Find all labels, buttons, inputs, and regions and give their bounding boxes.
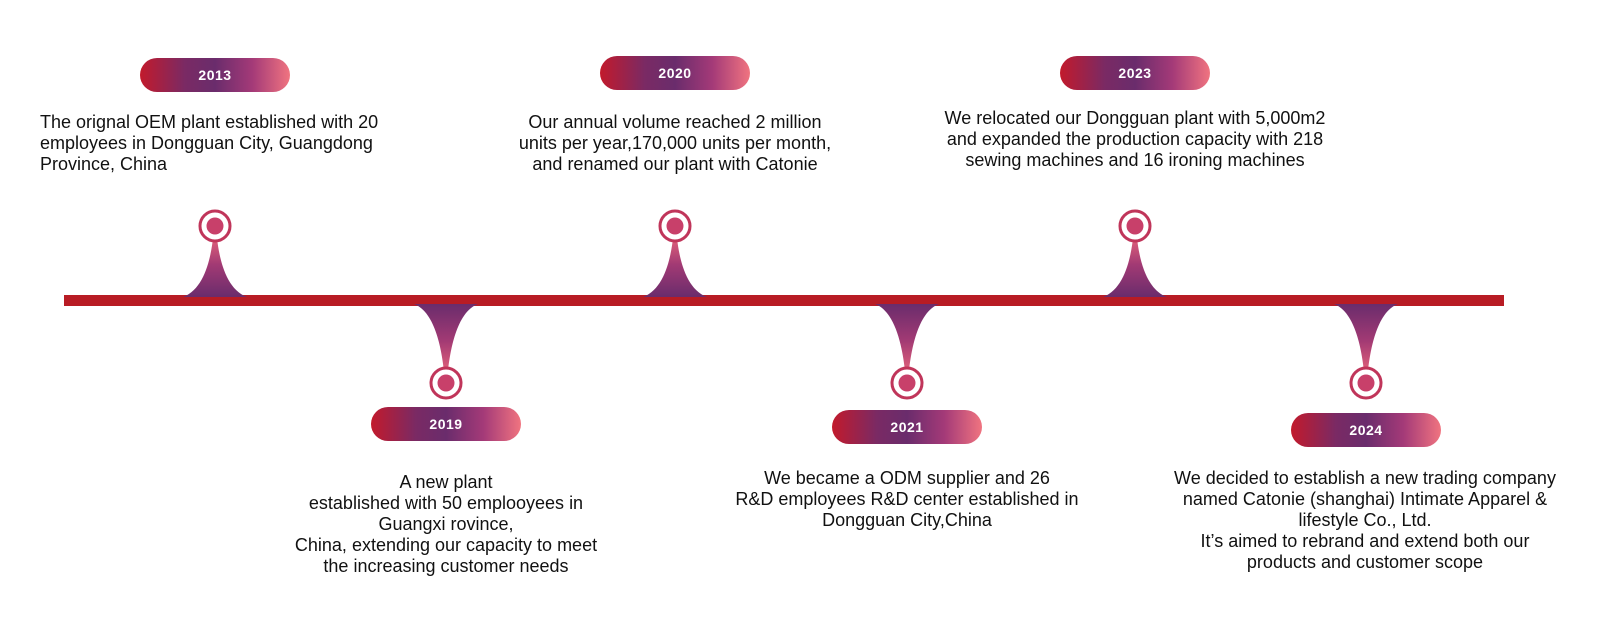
timeline-pin-2019: [414, 304, 478, 371]
year-badge-2023: 2023: [1060, 56, 1210, 90]
year-badge-2020: 2020: [600, 56, 750, 90]
timeline-node-dot-2023: [1126, 217, 1144, 235]
timeline-pin-2024: [1334, 304, 1398, 371]
event-description-2023: We relocated our Dongguan plant with 5,0…: [944, 108, 1326, 170]
timeline-pin-2013: [183, 238, 247, 297]
timeline-node-dot-2013: [206, 217, 224, 235]
timeline-node-dot-2020: [666, 217, 684, 235]
timeline-pin-2020: [643, 238, 707, 297]
timeline-axis: [64, 295, 1504, 306]
event-description-2020: Our annual volume reached 2 million unit…: [518, 112, 832, 174]
timeline-node-dot-2019: [437, 374, 455, 392]
event-description-2019: A new plant established with 50 emplooye…: [294, 472, 598, 576]
event-description-2013: The orignal OEM plant established with 2…: [40, 112, 379, 174]
year-badge-2013: 2013: [140, 58, 290, 92]
event-description-2021: We became a ODM supplier and 26 R&D empl…: [735, 468, 1079, 530]
year-badge-2024: 2024: [1291, 413, 1441, 447]
timeline-pin-2021: [875, 304, 939, 371]
timeline-node-dot-2024: [1357, 374, 1375, 392]
year-badge-2019: 2019: [371, 407, 521, 441]
event-description-2024: We decided to establish a new trading co…: [1174, 468, 1556, 572]
timeline-pin-2023: [1103, 238, 1167, 297]
timeline-node-dot-2021: [898, 374, 916, 392]
year-badge-2021: 2021: [832, 410, 982, 444]
